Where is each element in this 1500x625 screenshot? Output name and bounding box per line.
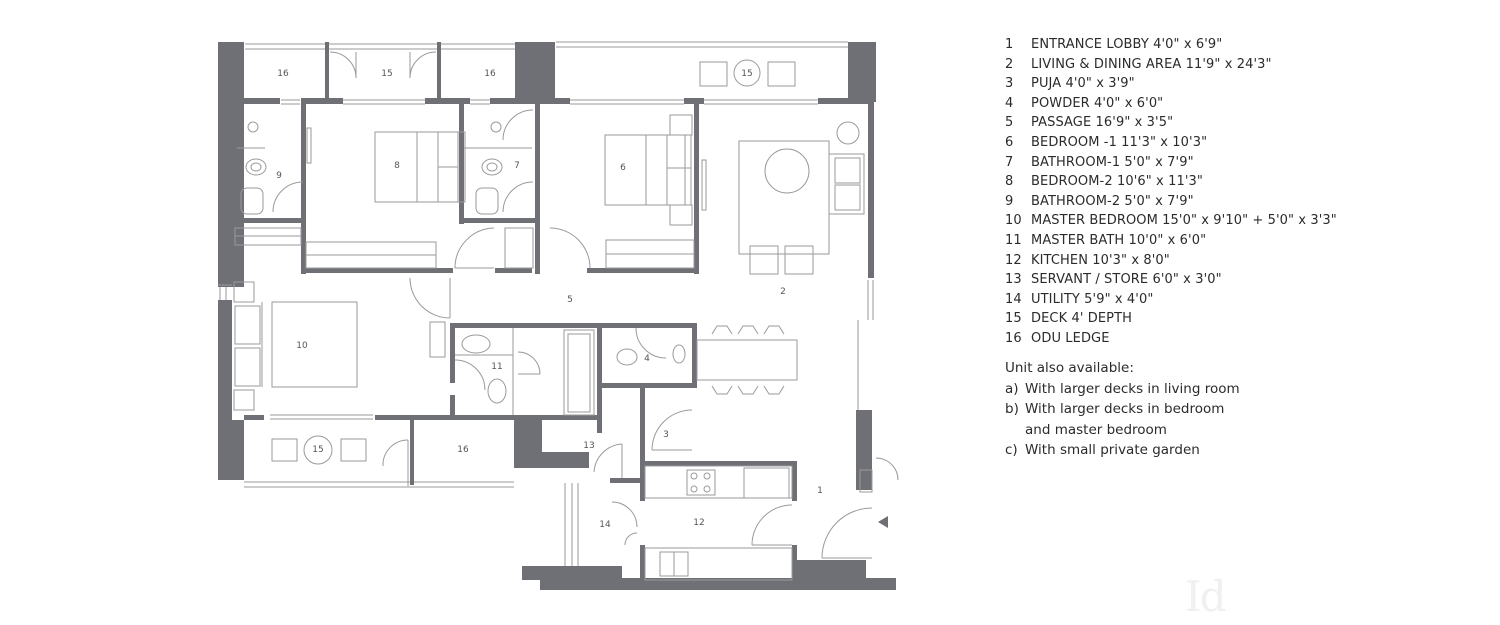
- room-label-servant-store: 13: [583, 441, 594, 451]
- note-option: c)With small private garden: [1005, 442, 1200, 458]
- watermark-logo: Id: [1185, 572, 1227, 621]
- room-label-master-bedroom: 10: [296, 341, 308, 351]
- room-label-powder: 4: [644, 354, 650, 364]
- room-label-puja: 3: [663, 430, 669, 440]
- room-label-bedroom-1: 6: [620, 163, 626, 173]
- notes-heading: Unit also available:: [1005, 360, 1134, 376]
- room-label-odu-top-mid: 16: [484, 69, 496, 79]
- room-label-master-bath: 11: [491, 362, 502, 372]
- room-label-bath-2: 9: [276, 171, 282, 181]
- room-label-odu-left: 16: [277, 69, 289, 79]
- room-label-kitchen: 12: [693, 518, 704, 528]
- availability-notes: Unit also available: a)With larger decks…: [1005, 358, 1240, 461]
- room-label-deck-top-right: 15: [741, 69, 752, 79]
- room-label-odu-bottom: 16: [457, 445, 469, 455]
- note-option: a)With larger decks in living room: [1005, 380, 1240, 397]
- room-label-passage: 5: [567, 295, 573, 305]
- room-label-deck-bottom: 15: [312, 445, 323, 455]
- floor-plan: 16 15 16 15 9 8 7 6 2 5 10 11 4 3 15 16 13 1 12 14: [218, 41, 899, 590]
- room-label-deck-top-left: 15: [381, 69, 392, 79]
- room-label-entrance-lobby: 1: [817, 486, 823, 496]
- note-option-continuation: and master bedroom: [1025, 421, 1167, 438]
- room-label-living-dining: 2: [780, 287, 786, 297]
- room-label-bedroom-2: 8: [394, 161, 400, 171]
- room-label-bath-1: 7: [514, 161, 520, 171]
- room-label-utility: 14: [599, 520, 611, 530]
- note-option: b)With larger decks in bedroom: [1005, 401, 1225, 417]
